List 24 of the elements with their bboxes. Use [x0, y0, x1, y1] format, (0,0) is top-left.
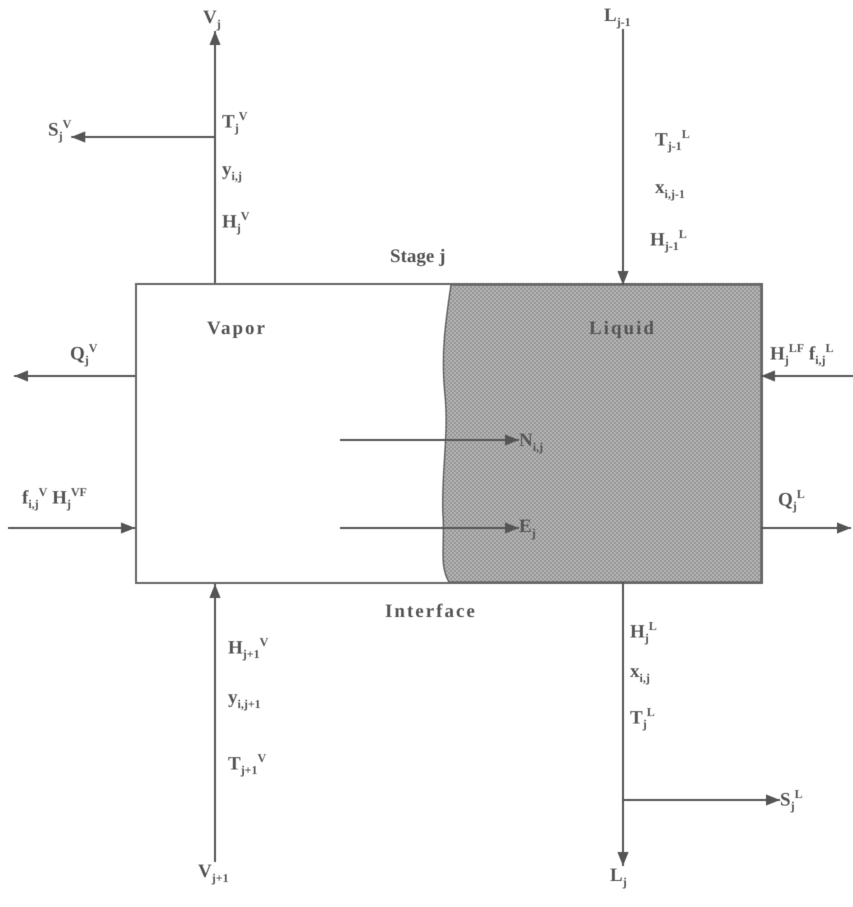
- flow-arrow: [8, 522, 135, 534]
- flow-arrow: [340, 522, 519, 534]
- property-label: y$_{i,j+1}$: [228, 688, 261, 711]
- flow-arrow: [761, 522, 851, 534]
- flow-arrow: [761, 370, 853, 382]
- property-label: x$_{i,j-1}$: [655, 178, 685, 201]
- stage-heading: Stage j: [390, 247, 446, 268]
- flow-arrow: [617, 28, 629, 285]
- stream-label: E$_{j}$: [519, 517, 536, 540]
- flow-arrow: [622, 582, 780, 806]
- flow-arrow: [14, 370, 135, 382]
- property-label: x$_{i,j}$: [630, 662, 650, 685]
- phase-label: Vapor: [207, 319, 267, 340]
- section-label: Interface: [385, 602, 477, 623]
- stream-label: L$_{j-1}$: [604, 6, 631, 29]
- flow-arrow: [340, 434, 519, 446]
- property-label: y$_{i,j}$: [222, 160, 242, 183]
- stream-label: N$_{i,j}$: [519, 431, 544, 454]
- stream-label: L$_{j}$: [610, 866, 627, 889]
- flow-arrow: [209, 584, 221, 862]
- phase-label: Liquid: [589, 319, 656, 340]
- flow-arrow: [71, 131, 216, 283]
- stream-label: V$_{j}$: [203, 8, 221, 31]
- stream-label: V$_{j+1}$: [198, 862, 229, 885]
